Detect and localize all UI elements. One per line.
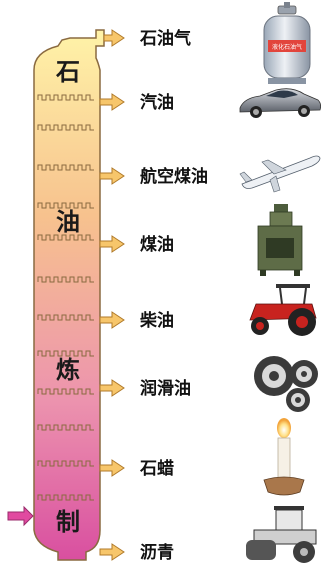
tray-4 [37,202,94,209]
tray-11 [37,460,94,467]
product-label-4: 煤油 [140,234,174,255]
product-label-5: 柴油 [139,310,174,331]
tray-12 [37,494,94,501]
product-label-3: 航空煤油 [140,166,208,187]
tray-2 [37,124,94,131]
outlet-arrow-3 [99,167,125,185]
gears-icon [254,356,318,412]
tray-6 [37,276,94,283]
tray-10 [37,424,94,431]
product-label-7: 石蜡 [139,458,174,479]
column-trays [37,94,94,501]
distillation-column [33,29,105,561]
airplane-icon [239,155,321,193]
gas-cylinder-icon: 液化石油气 [263,2,311,84]
candle-icon [263,418,305,496]
feed-arrow [7,505,34,527]
product-label-6: 润滑油 [140,378,191,399]
cylinder-label: 液化石油气 [272,43,302,51]
tray-9 [37,388,94,395]
column-char-1: 石 [55,57,80,86]
column-char-4: 制 [56,507,80,536]
kerosene-stove-icon [257,204,303,276]
outlet-arrow-4 [99,235,125,253]
product-label-2: 汽油 [140,92,174,113]
product-label-8: 沥青 [140,542,174,563]
tractor-icon [249,284,317,336]
sports-car-icon [239,88,321,118]
tray-1 [37,94,94,101]
outlet-arrow-8 [99,543,125,561]
tray-3 [37,164,94,171]
outlet-arrow-6 [99,379,125,397]
column-char-3: 炼 [56,355,80,384]
product-label-1: 石油气 [139,28,191,49]
outlet-arrow-2 [99,93,125,111]
outlet-arrow-7 [99,459,125,477]
tray-7 [37,314,94,321]
outlet-arrow-5 [99,311,125,329]
outlet-arrow-1 [103,29,125,47]
tray-5 [37,234,94,241]
column-char-2: 油 [56,207,80,236]
road-roller-icon [246,506,317,563]
tray-8 [37,350,94,357]
